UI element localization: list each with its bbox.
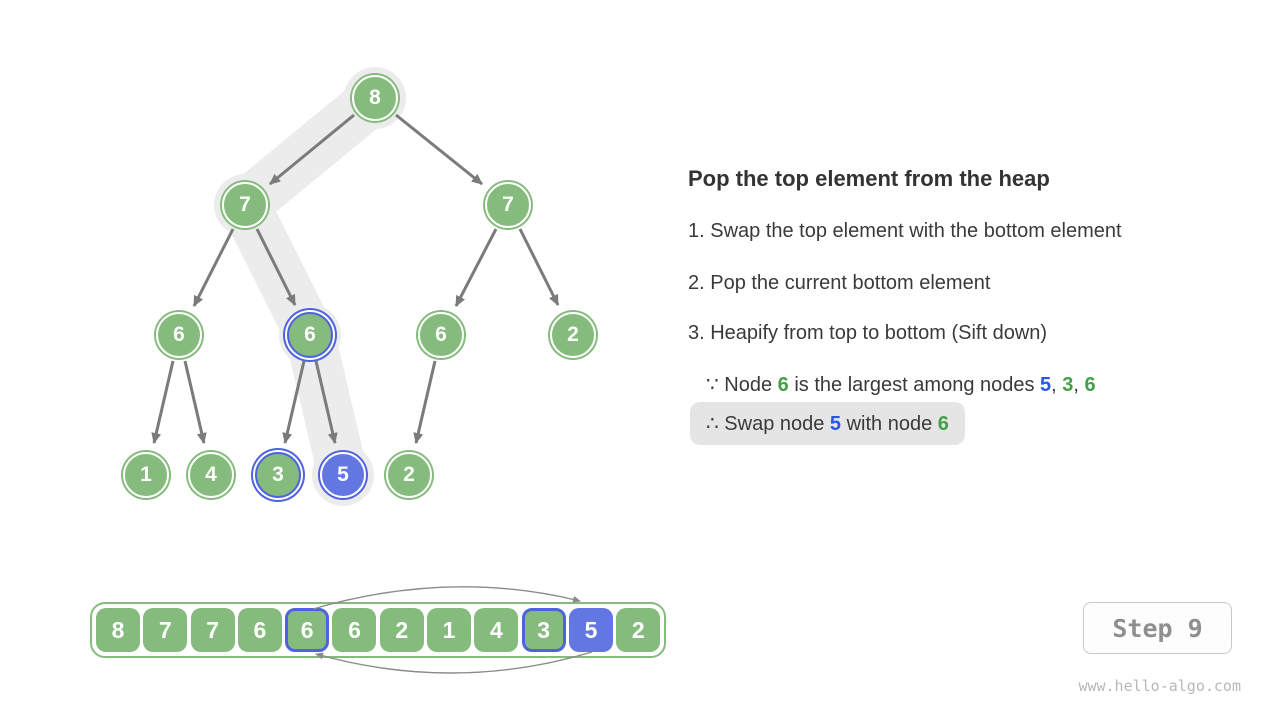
tree-edge: [282, 360, 306, 444]
panel-title: Pop the top element from the heap: [688, 166, 1050, 191]
tree-edge: [269, 113, 355, 186]
array-cell-9-highlighted: 3: [521, 608, 566, 652]
tree-node-6-highlighted: 6: [287, 312, 333, 358]
tree-node-7-left: 7: [222, 182, 268, 228]
panel-step-3: 3. Heapify from top to bottom (Sift down…: [688, 322, 1048, 344]
step-indicator-button[interactable]: Step 9: [1083, 602, 1232, 654]
array-cell-10-active: 5: [568, 608, 613, 652]
tree-node-8-root: 8: [352, 75, 398, 121]
array-cell-4-highlighted: 6: [285, 608, 330, 652]
array-cell-0: 8: [96, 608, 140, 652]
tree-edge: [255, 228, 297, 306]
because-node-6: 6: [777, 374, 789, 396]
therefore-node-6: 6: [937, 413, 949, 435]
tree-node-6: 6: [156, 312, 202, 358]
array-cell-1: 7: [143, 608, 188, 652]
tree-node-1: 1: [123, 452, 169, 498]
tree-node-6: 6: [418, 312, 464, 358]
tree-edge: [314, 360, 338, 444]
tree-edge: [192, 228, 235, 307]
tree-edge: [151, 360, 175, 444]
because-text: ,: [1051, 374, 1063, 396]
array-cell-3: 6: [237, 608, 282, 652]
because-node-5: 5: [1040, 374, 1052, 396]
array-cell-7: 1: [427, 608, 472, 652]
tree-edge: [395, 113, 483, 186]
array-cell-6: 2: [379, 608, 424, 652]
because-note: ∵ Node 6 is the largest among nodes 5, 3…: [706, 372, 1096, 397]
tree-node-7-right: 7: [485, 182, 531, 228]
tree-edges: [151, 113, 560, 444]
tree-edge: [183, 360, 207, 444]
tree-edge: [518, 228, 560, 306]
therefore-text: ∴ Swap node: [706, 413, 830, 435]
because-node-3: 3: [1062, 374, 1074, 396]
therefore-text: with node: [841, 413, 938, 435]
because-node-6b: 6: [1084, 374, 1096, 396]
tree-edge: [454, 228, 498, 307]
tree-node-2: 2: [386, 452, 432, 498]
sift-down-path-highlight: [220, 73, 400, 500]
therefore-node-5: 5: [829, 413, 842, 435]
tree-edge: [413, 360, 437, 444]
tree-node-4: 4: [188, 452, 234, 498]
because-text: is the largest among nodes: [788, 374, 1041, 396]
because-text: ∵ Node: [706, 374, 778, 396]
array-cell-5: 6: [332, 608, 377, 652]
site-watermark: www.hello-algo.com: [1078, 677, 1241, 695]
therefore-note: ∴ Swap node 5 with node 6: [690, 402, 965, 445]
panel-step-1: 1. Swap the top element with the bottom …: [688, 220, 1122, 242]
tree-node-3-highlighted: 3: [255, 452, 301, 498]
array-cell-11: 2: [616, 608, 661, 652]
because-text: ,: [1073, 374, 1085, 396]
heap-array: 8 7 7 6 6 6 2 1 4 3 5 2: [90, 602, 667, 658]
tree-node-5-active: 5: [320, 452, 366, 498]
panel-step-2: 2. Pop the current bottom element: [688, 272, 991, 294]
array-cell-2: 7: [190, 608, 235, 652]
tree-node-2: 2: [550, 312, 596, 358]
array-cell-8: 4: [474, 608, 519, 652]
